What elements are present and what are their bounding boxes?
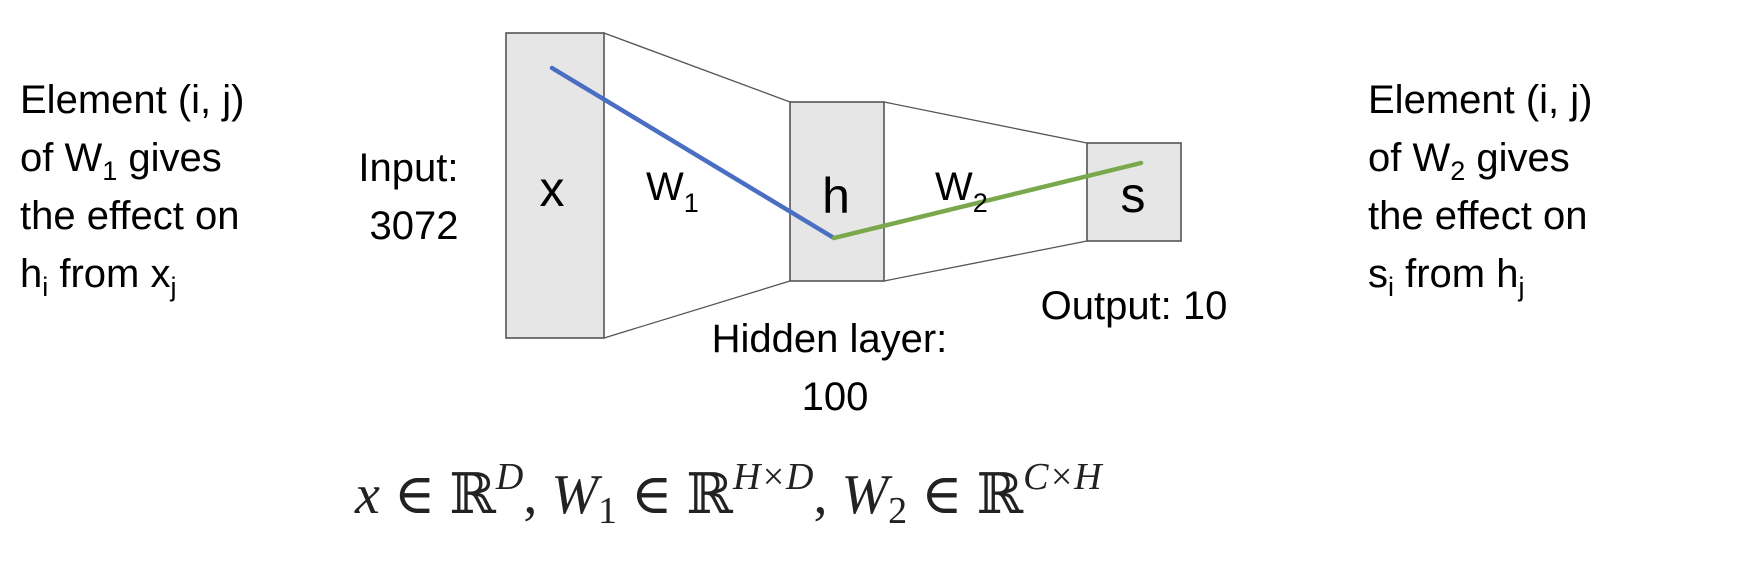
right-note-line3: the effect on	[1368, 194, 1587, 238]
edge-x-h-bottom	[603, 280, 791, 339]
right-note-line2: of W2 gives	[1368, 136, 1570, 186]
left-note-line1: Element (i, j)	[20, 78, 245, 122]
edge-x-h-top	[603, 32, 791, 103]
input-block	[505, 32, 605, 339]
w1-label: W1	[646, 165, 699, 218]
output-label: Output: 10	[1041, 284, 1228, 328]
right-note-line1: Element (i, j)	[1368, 78, 1593, 122]
left-note-line4: hi from xj	[20, 252, 176, 302]
output-symbol: s	[1121, 167, 1146, 223]
edge-h-s-top	[883, 101, 1088, 144]
edge-h-s-bottom	[883, 240, 1088, 282]
left-note: Element (i, j) of W1 gives the effect on…	[20, 78, 245, 302]
w1-weight-path	[549, 65, 837, 241]
hidden-block	[789, 101, 885, 282]
input-label: Input: 3072	[358, 146, 469, 248]
left-note-line2: of W1 gives	[20, 136, 222, 186]
dimension-formula: x ∈ ℝD, W1 ∈ ℝH×D, W2 ∈ ℝC×H	[354, 456, 1104, 532]
hidden-symbol: h	[822, 168, 850, 224]
w2-label: W2	[935, 165, 988, 218]
left-note-line3: the effect on	[20, 194, 239, 238]
hidden-label: Hidden layer: 100	[712, 317, 959, 419]
right-note-line4: si from hj	[1368, 252, 1524, 302]
w2-weight-path	[831, 160, 1144, 241]
input-symbol: x	[540, 161, 565, 217]
right-note: Element (i, j) of W2 gives the effect on…	[1368, 78, 1593, 302]
output-block	[1086, 142, 1182, 242]
